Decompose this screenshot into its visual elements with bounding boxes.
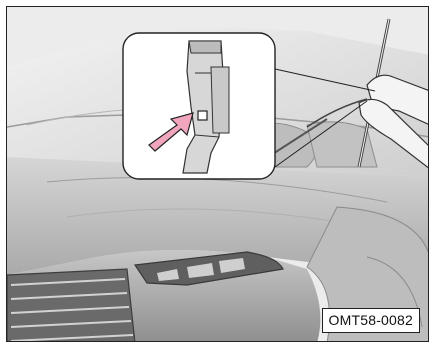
figure-code: OMT58-0082 xyxy=(322,308,420,333)
car-hood-illustration xyxy=(7,7,429,342)
grille xyxy=(7,269,135,342)
detail-callout xyxy=(123,33,275,179)
illustration-frame: OMT58-0082 xyxy=(6,6,429,342)
hole-marker xyxy=(198,111,207,120)
